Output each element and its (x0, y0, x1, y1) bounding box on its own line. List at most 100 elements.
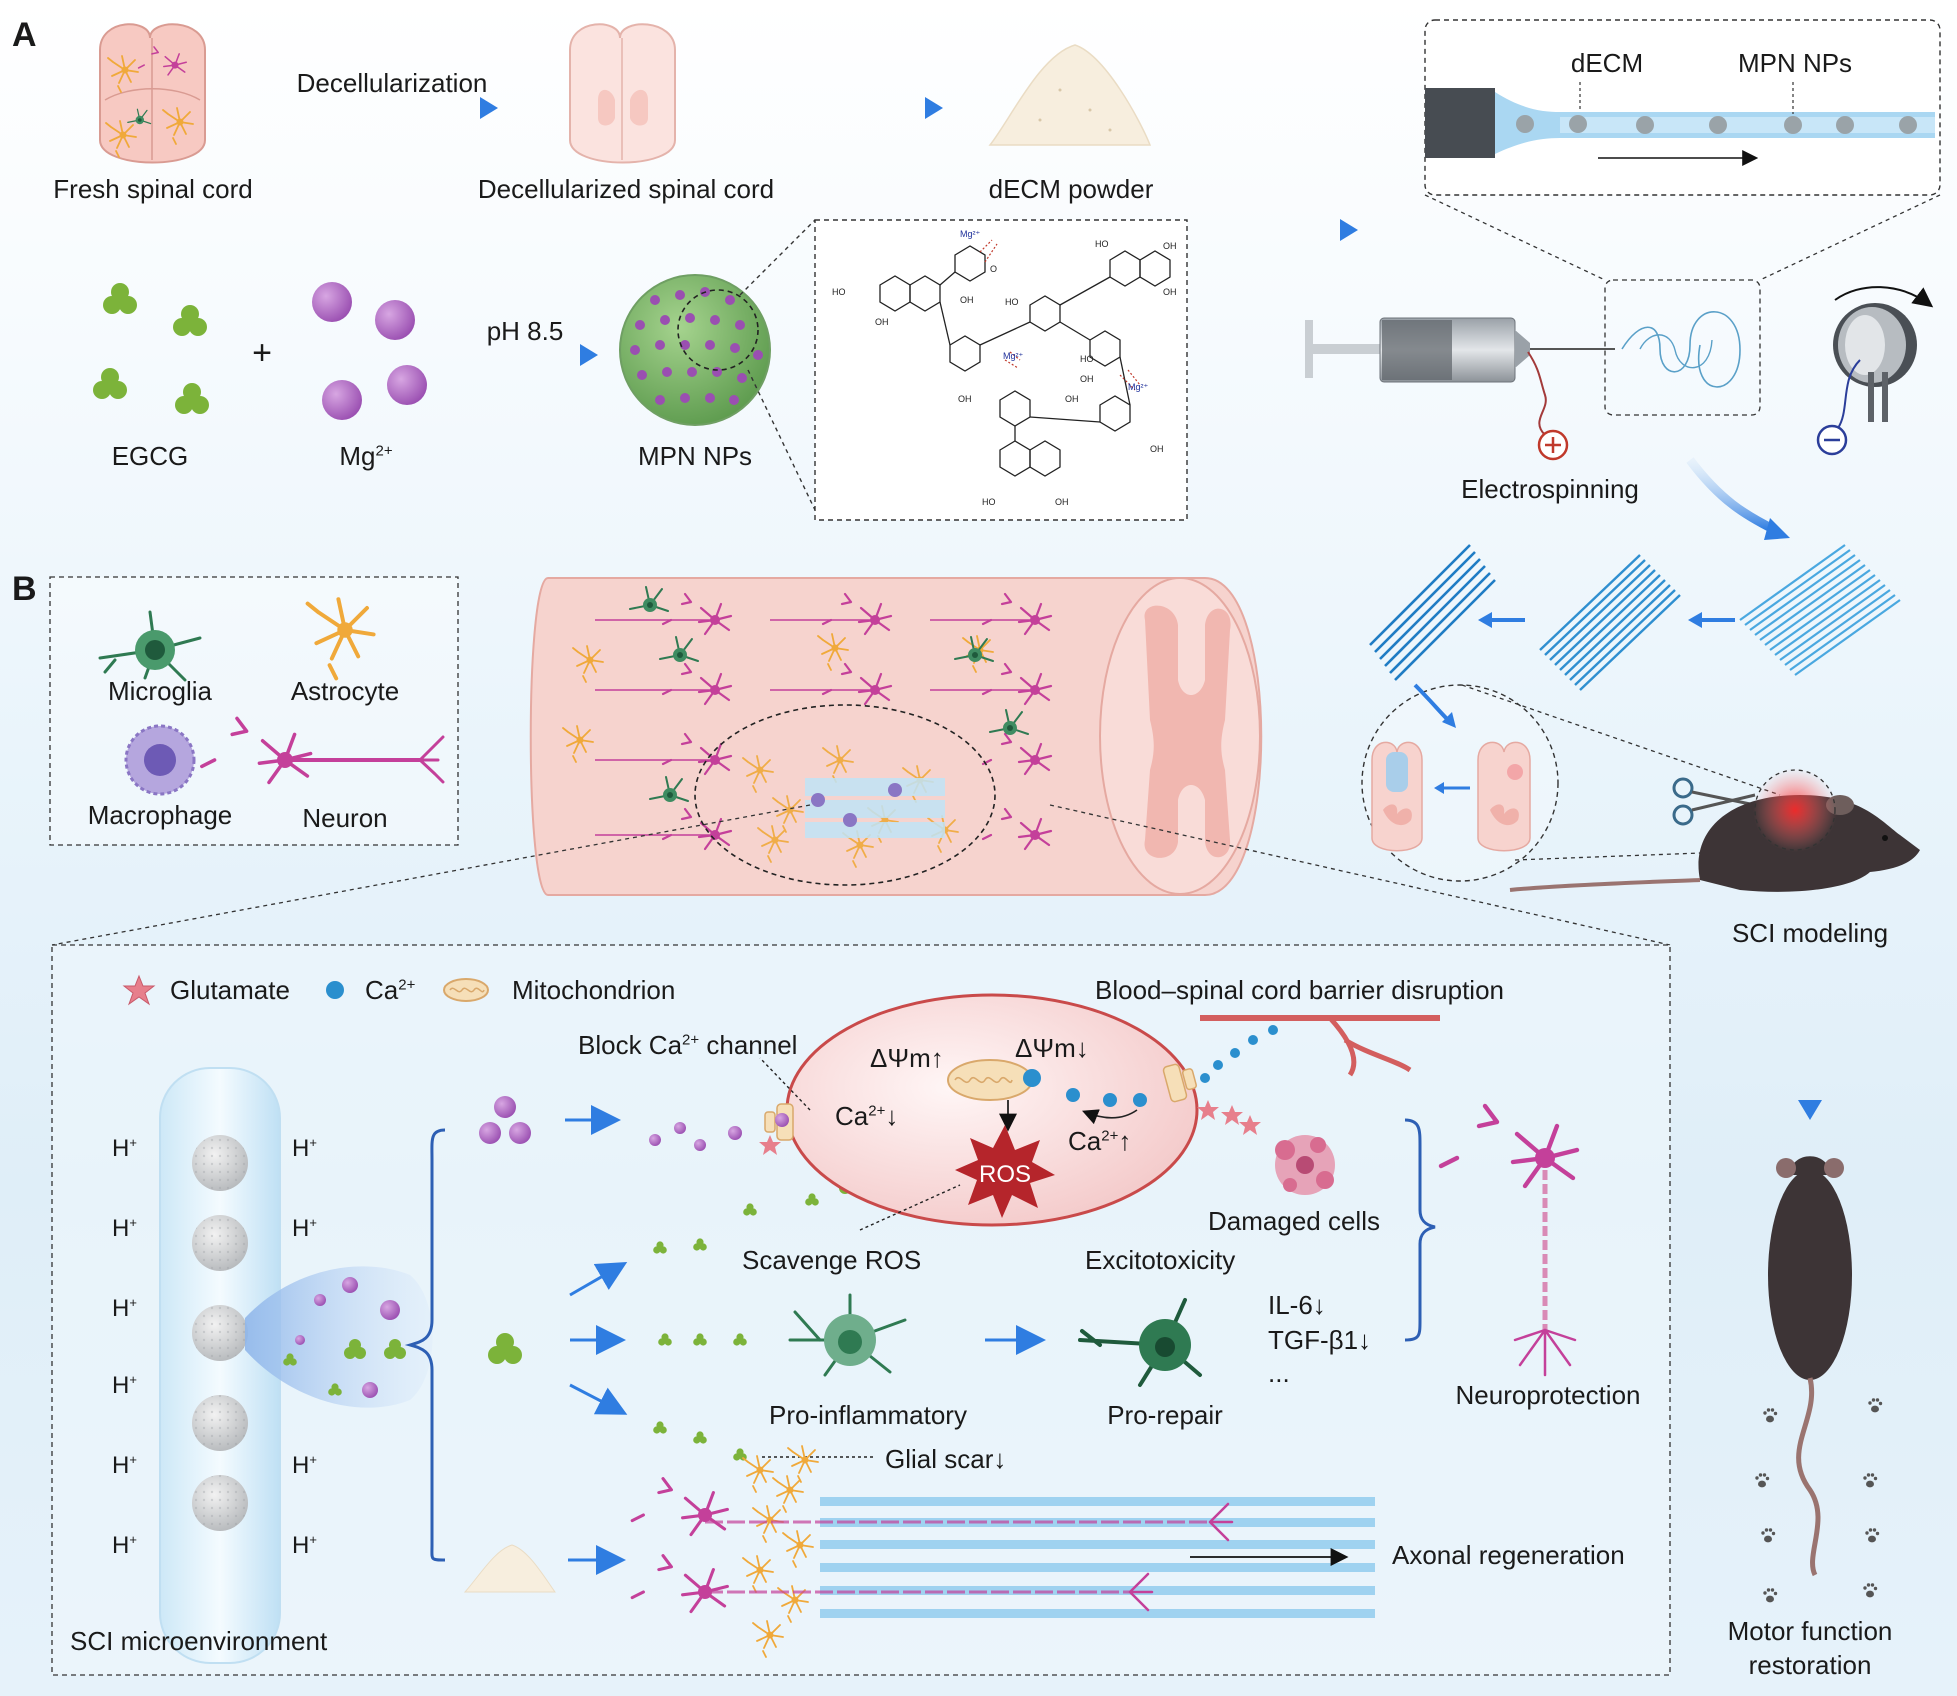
mouse-top-view (1768, 1156, 1852, 1577)
h-ion-left-3: H+ (112, 1295, 137, 1322)
mol-oh-6: OH (958, 394, 972, 404)
legend-macrophage-icon (124, 724, 196, 796)
h-ion-left-6: H+ (112, 1532, 137, 1559)
damaged-cells-graphic (1275, 1135, 1335, 1195)
glial-scar-region (630, 1445, 875, 1658)
h-ion-left-4: H+ (112, 1372, 137, 1399)
mol-ho-4: HO (1080, 354, 1094, 364)
ph-label: pH 8.5 (486, 316, 564, 346)
rotating-collector (1816, 286, 1934, 456)
mpn-chemical-structure (879, 245, 1171, 477)
inset-legend-ca: Ca2+ (365, 975, 416, 1005)
aligned-fiber-bundles (1369, 544, 1901, 691)
mol-ho-1: HO (832, 287, 846, 297)
mg-coordination-bonds (979, 239, 1141, 391)
axonal-regeneration-fibers (705, 1497, 1375, 1618)
mouse-side-view (1509, 768, 1920, 892)
h-ion-right-1: H+ (292, 1135, 317, 1162)
legend-neuron-icon (200, 716, 445, 785)
bscb-vessel (1197, 1015, 1440, 1135)
decm-powder-label: dECM powder (988, 174, 1154, 204)
neuroprotection-neuron (1441, 1106, 1577, 1377)
cell-legend-box (49, 576, 459, 846)
electrospinning-label: Electrospinning (1461, 474, 1639, 504)
fresh-spinal-cord-label: Fresh spinal cord (53, 174, 253, 204)
legend-astrocyte-label: Astrocyte (290, 676, 400, 706)
released-mg-ions (479, 1096, 742, 1151)
ros-label: ROS (978, 1161, 1032, 1188)
panel-label-a: A (12, 16, 37, 54)
pro-repair-label: Pro-repair (1107, 1400, 1223, 1430)
axonal-regeneration-label: Axonal regeneration (1392, 1540, 1625, 1570)
footprints (1755, 1398, 1883, 1603)
mol-oh-9: OH (1055, 497, 1069, 507)
barrier-disruption-label: Blood–spinal cord barrier disruption (1095, 975, 1505, 1005)
microglia-polarization (788, 1293, 1202, 1387)
mpn-nanoparticle (619, 274, 771, 426)
h-ion-left-5: H+ (112, 1452, 137, 1479)
mol-oh-1: OH (875, 317, 889, 327)
neuroprotection-label: Neuroprotection (1455, 1380, 1641, 1410)
neuron-cell-body (759, 993, 1199, 1227)
pro-inflammatory-label: Pro-inflammatory (769, 1400, 967, 1430)
egcg-label: EGCG (111, 441, 189, 471)
h-ion-right-5: H+ (292, 1452, 317, 1479)
decm-powder-small (463, 1544, 556, 1593)
block-ca-channel-label: Block Ca2+ channel (578, 1030, 798, 1060)
mpn-nps-label: MPN NPs (637, 441, 753, 471)
mol-ho-3: HO (1095, 239, 1109, 249)
legend-microglia-icon (98, 610, 202, 682)
spinal-cord-tissue (529, 577, 1263, 896)
plus-sign: + (252, 334, 272, 372)
legend-macrophage-label: Macrophage (87, 800, 233, 830)
il6-label: IL-6↓ (1268, 1290, 1326, 1320)
scissors-icon (1672, 777, 1756, 826)
decellularized-spinal-cord-graphic (569, 23, 676, 164)
ellipsis-label: ... (1268, 1358, 1290, 1388)
decellularized-spinal-cord-label: Decellularized spinal cord (477, 174, 775, 204)
motor-function-label-line2: restoration (1748, 1650, 1872, 1680)
motor-function-label-line1: Motor function (1727, 1616, 1893, 1646)
mol-mg-label-1: Mg²⁺ (960, 229, 981, 239)
fiber-tube (159, 1067, 433, 1664)
legend-microglia-label: Microglia (107, 676, 213, 706)
decm-powder-graphic (988, 44, 1152, 146)
mol-oh-2: OH (960, 295, 974, 305)
h-ion-left-2: H+ (112, 1215, 137, 1242)
delta-psi-up-label: ΔΨm↑ (870, 1043, 944, 1073)
fresh-spinal-cord-graphic (99, 23, 206, 164)
ca-decrease-label: Ca2+↓ (835, 1101, 899, 1131)
excitotoxicity-label: Excitotoxicity (1085, 1245, 1236, 1275)
mol-oh-4: OH (1163, 287, 1177, 297)
mol-oh-7: OH (1065, 394, 1079, 404)
egcg-molecules (93, 283, 209, 414)
mol-mg-label-2: Mg²⁺ (1003, 351, 1024, 361)
decellularization-label: Decellularization (296, 68, 488, 98)
ca-increase-label: Ca2+↑ (1068, 1126, 1132, 1156)
h-ion-right-6: H+ (292, 1532, 317, 1559)
inset-legend-icons (122, 974, 489, 1006)
sci-microenvironment-label: SCI microenvironment (70, 1626, 328, 1656)
mol-oh-5: OH (1080, 374, 1094, 384)
mg-ion-label: Mg2+ (339, 441, 393, 471)
mol-oh-3: OH (1163, 241, 1177, 251)
sci-modeling-label: SCI modeling (1731, 918, 1889, 948)
scavenge-ros-label: Scavenge ROS (742, 1245, 922, 1275)
inset-legend-mitochondrion: Mitochondrion (512, 975, 676, 1005)
mol-ho-2: HO (1005, 297, 1019, 307)
mol-oh-8: OH (1150, 444, 1164, 454)
mol-o-1: O (990, 264, 998, 274)
mg-ions (312, 282, 427, 420)
implanted-cord-circle (1361, 683, 1559, 882)
fiber-decm-label: dECM (1570, 48, 1644, 78)
panel-label-b: B (12, 570, 37, 608)
mol-ho-5: HO (982, 497, 996, 507)
damaged-cells-label: Damaged cells (1208, 1206, 1380, 1236)
tgfb1-label: TGF-β1↓ (1268, 1325, 1372, 1355)
legend-neuron-label: Neuron (302, 803, 388, 833)
electrospinning-setup (1305, 311, 1741, 461)
h-ion-right-2: H+ (292, 1215, 317, 1242)
h-ion-left-1: H+ (112, 1135, 137, 1162)
